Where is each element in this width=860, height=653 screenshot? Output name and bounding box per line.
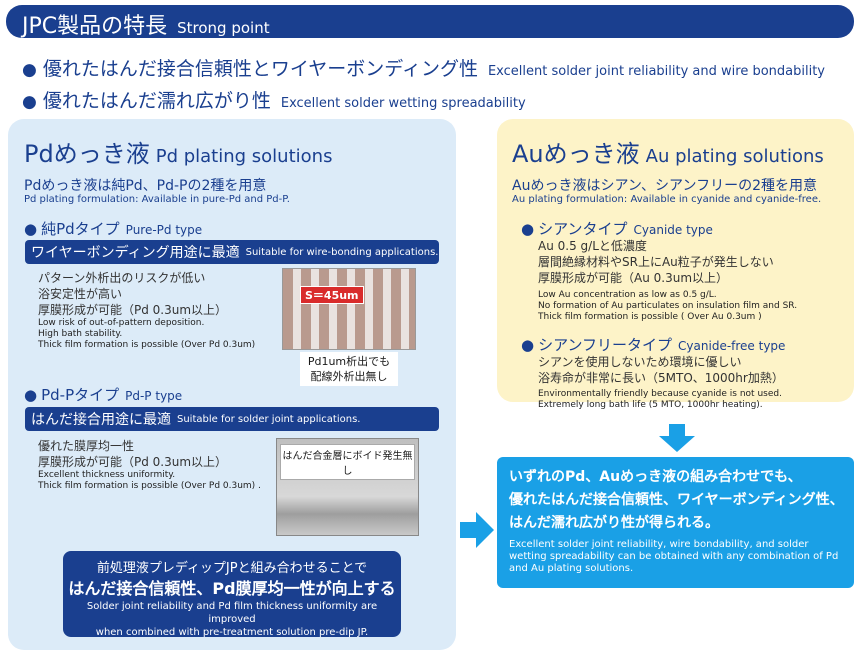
- cyanide-title-en: Cyanide type: [633, 223, 713, 237]
- pdp-banner: はんだ接合用途に最適 Suitable for solder joint app…: [25, 407, 439, 431]
- result-text-en: Excellent solder joint reliability, wire…: [509, 539, 839, 574]
- feature-bullet-1: ● 優れたはんだ接合信頼性とワイヤーボンディング性 Excellent sold…: [22, 54, 825, 81]
- feature-text: 厚膜形成が可能（Pd 0.3um以上）: [38, 455, 228, 469]
- pdp-features: 優れた膜厚均一性 厚膜形成が可能（Pd 0.3um以上） Excellent t…: [38, 438, 261, 492]
- bullet-icon: ●: [22, 92, 37, 112]
- result-line-1: いずれのPd、Auめっき液の組み合わせでも、: [509, 469, 802, 485]
- feature-text: 浴寿命が非常に長い（5MTO、1000hr加熱）: [538, 371, 784, 385]
- feature-text-en: Environmentally friendly because cyanide…: [538, 389, 782, 399]
- cyanide-free-title-en: Cyanide-free type: [678, 339, 786, 353]
- caption-line-2: 配線外析出無し: [310, 370, 388, 383]
- cyanide-features: Au 0.5 g/Lと低濃度 層間絶縁材料やSR上にAu粒子が発生しない 厚膜形…: [538, 238, 797, 323]
- arrow-down-icon: [659, 424, 695, 452]
- pre-dip-note-line3: Solder joint reliability and Pd film thi…: [86, 601, 378, 625]
- feature-text: 層間絶縁材料やSR上にAu粒子が発生しない: [538, 255, 774, 269]
- feature-text: シアンを使用しないため環境に優しい: [538, 355, 742, 369]
- bullet-icon: ●: [22, 60, 37, 80]
- feature-text-en: Excellent thickness uniformity.: [38, 470, 176, 480]
- cyanide-free-title-jp: シアンフリータイプ: [538, 336, 673, 354]
- au-subtitle-en: Au plating formulation: Available in cya…: [512, 194, 822, 205]
- feature-text-en: Thick film formation is possible (Over P…: [38, 340, 256, 350]
- pure-pd-title-en: Pure-Pd type: [125, 223, 203, 237]
- feature-text-en: Thick film formation is possible (Over P…: [38, 481, 261, 491]
- feature-bullet-jp: 優れたはんだ濡れ広がり性: [42, 90, 271, 112]
- arrow-right-icon: [460, 512, 494, 548]
- pdp-title-en: Pd-P type: [125, 389, 183, 403]
- pd-subtitle-en: Pd plating formulation: Available in pur…: [24, 194, 290, 205]
- header-banner: JPC製品の特長 Strong point: [6, 5, 854, 39]
- pd-subtitle-jp: Pdめっき液は純Pd、Pd-Pの2種を用意: [24, 178, 267, 194]
- cyanide-free-features: シアンを使用しないため環境に優しい 浴寿命が非常に長い（5MTO、1000hr加…: [538, 354, 784, 411]
- pre-dip-note: 前処理液プレディップJPと組み合わせることで はんだ接合信頼性、Pd膜厚均一性が…: [63, 551, 401, 638]
- feature-text-en: No formation of Au particulates on insul…: [538, 301, 798, 311]
- au-title-en: Au plating solutions: [645, 146, 824, 167]
- feature-text-en: High bath stability.: [38, 329, 123, 339]
- cyanide-free-title: ●シアンフリータイプ Cyanide-free type: [521, 334, 785, 355]
- result-box: いずれのPd、Auめっき液の組み合わせでも、 優れたはんだ接合信頼性、ワイヤーボ…: [497, 457, 854, 588]
- pre-dip-note-line4: when combined with pre-treatment solutio…: [95, 627, 369, 638]
- feature-text: 浴安定性が高い: [38, 287, 123, 301]
- feature-text: 厚膜形成が可能（Pd 0.3um以上）: [38, 303, 228, 317]
- feature-text-en: Low risk of out-of-pattern deposition.: [38, 318, 205, 328]
- feature-text-en: Extremely long bath life (5 MTO, 1000hr …: [538, 400, 763, 410]
- au-title-jp: Auめっき液: [512, 140, 640, 168]
- pdp-banner-en: Suitable for solder joint applications.: [177, 413, 361, 425]
- bullet-icon: ●: [24, 220, 38, 238]
- result-line-3: はんだ濡れ広がり性が得られる。: [509, 515, 719, 531]
- pdp-micrograph-caption: はんだ合金層にボイド発生無し: [280, 444, 415, 480]
- spacing-label: S＝45um: [300, 286, 364, 304]
- pure-pd-banner-en: Suitable for wire-bonding applications.: [245, 246, 439, 258]
- header-title: JPC製品の特長: [22, 14, 168, 39]
- pure-pd-title-jp: 純Pdタイプ: [41, 220, 120, 238]
- cyanide-title: ●シアンタイプ Cyanide type: [521, 218, 713, 239]
- pure-pd-banner: ワイヤーボンディング用途に最適 Suitable for wire-bondin…: [25, 240, 439, 264]
- pure-pd-micrograph: [282, 268, 416, 350]
- bullet-icon: ●: [521, 336, 535, 354]
- feature-text: 厚膜形成が可能（Au 0.3um以上）: [538, 271, 729, 285]
- au-panel: [497, 119, 854, 402]
- pd-title-en: Pd plating solutions: [155, 146, 333, 167]
- feature-bullet-en: Excellent solder joint reliability and w…: [487, 64, 826, 79]
- feature-text: パターン外析出のリスクが低い: [38, 271, 206, 285]
- pre-dip-note-line1: 前処理液プレディップJPと組み合わせることで: [96, 561, 368, 576]
- feature-text-en: Low Au concentration as low as 0.5 g/L.: [538, 290, 717, 300]
- pdp-banner-jp: はんだ接合用途に最適: [31, 412, 171, 428]
- feature-text-en: Thick film formation is possible ( Over …: [538, 312, 762, 322]
- feature-text: Au 0.5 g/Lと低濃度: [538, 239, 647, 253]
- pure-pd-micrograph-caption: Pd1um析出でも 配線外析出無し: [300, 352, 398, 386]
- pre-dip-note-line2: はんだ接合信頼性、Pd膜厚均一性が向上する: [68, 579, 396, 598]
- cyanide-title-jp: シアンタイプ: [538, 220, 628, 238]
- header-subtitle: Strong point: [177, 19, 270, 37]
- pure-pd-banner-jp: ワイヤーボンディング用途に最適: [31, 245, 240, 261]
- pdp-title-jp: Pd-Pタイプ: [41, 386, 120, 404]
- pdp-title: ●Pd-Pタイプ Pd-P type: [24, 384, 182, 405]
- pure-pd-features: パターン外析出のリスクが低い 浴安定性が高い 厚膜形成が可能（Pd 0.3um以…: [38, 270, 255, 351]
- pure-pd-title: ●純Pdタイプ Pure-Pd type: [24, 218, 202, 239]
- au-subtitle-jp: Auめっき液はシアン、シアンフリーの2種を用意: [512, 178, 817, 194]
- feature-text: 優れた膜厚均一性: [38, 439, 135, 453]
- bullet-icon: ●: [24, 386, 38, 404]
- caption-line-1: Pd1um析出でも: [307, 355, 391, 368]
- feature-bullet-jp: 優れたはんだ接合信頼性とワイヤーボンディング性: [42, 58, 478, 80]
- feature-bullet-2: ● 優れたはんだ濡れ広がり性 Excellent solder wetting …: [22, 86, 526, 113]
- pd-title-jp: Pdめっき液: [24, 140, 150, 168]
- result-line-2: 優れたはんだ接合信頼性、ワイヤーボンディング性、: [509, 492, 844, 508]
- bullet-icon: ●: [521, 220, 535, 238]
- feature-bullet-en: Excellent solder wetting spreadability: [280, 96, 526, 111]
